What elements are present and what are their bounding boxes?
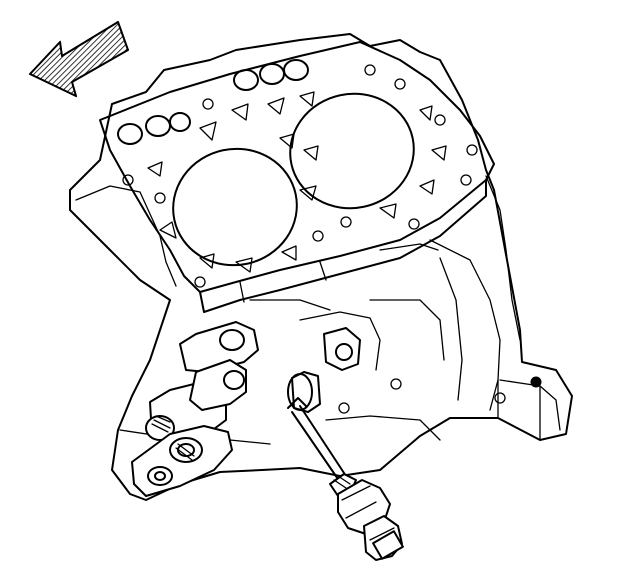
sensor-boss: [287, 327, 361, 413]
mount-boss-left: [145, 321, 259, 445]
mount-flange: [131, 425, 233, 497]
engine-block: [69, 33, 573, 501]
direction-arrow: [28, 20, 129, 98]
knock-sensor: [287, 397, 404, 561]
cylinder-head-deck: [99, 41, 495, 313]
